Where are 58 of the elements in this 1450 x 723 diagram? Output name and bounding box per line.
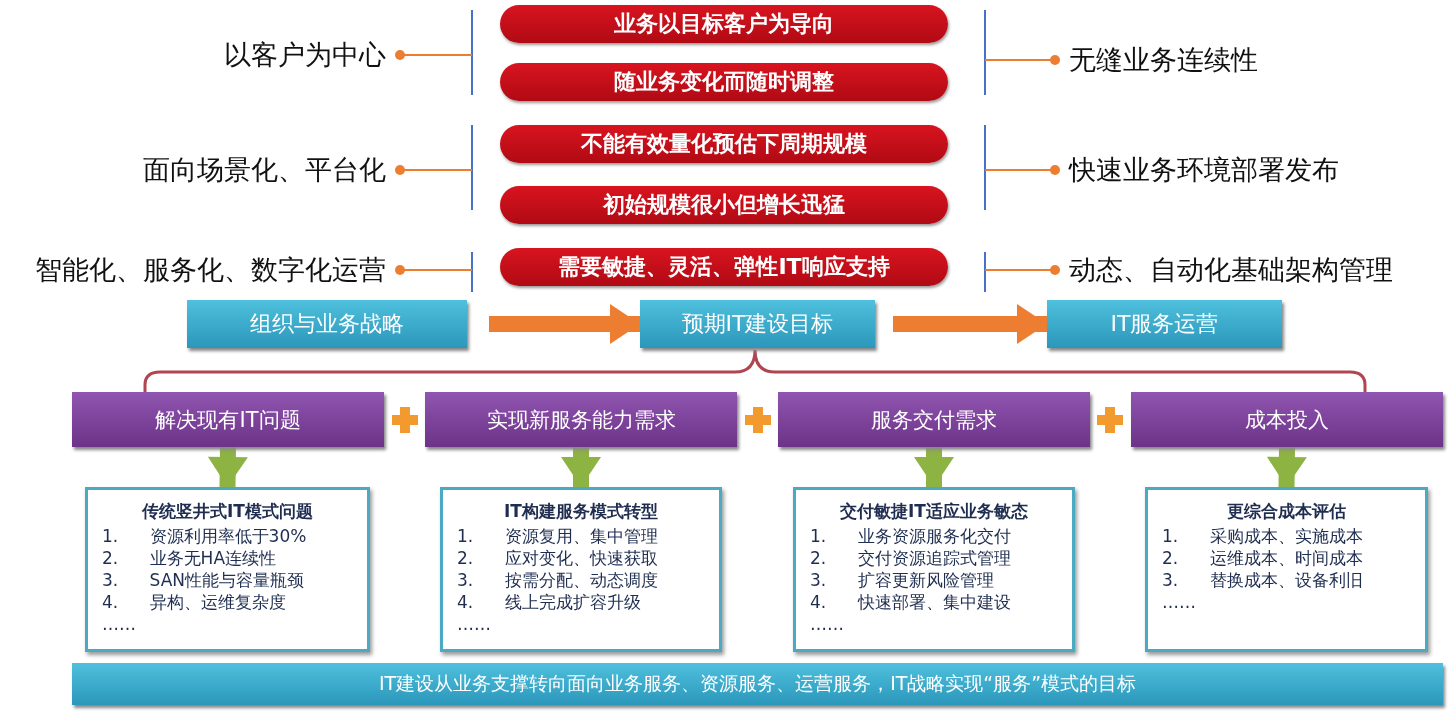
list-item: 1. 采购成本、实施成本: [1162, 525, 1364, 547]
text-label: 无缝业务连续性: [1055, 35, 1295, 85]
requirement-pill: 初始规模很小但增长迅猛: [500, 186, 948, 224]
list-item: 3. SAN性能与容量瓶颈: [102, 569, 306, 591]
leader-line: [395, 165, 473, 175]
block-arrow: [489, 304, 640, 344]
stage-box: 预期IT建设目标: [640, 300, 875, 348]
leader-line: [984, 165, 1060, 175]
block-arrow: [1266, 446, 1307, 488]
leader-line: [395, 265, 473, 275]
block-arrow: [207, 446, 248, 488]
list-item: ……: [1162, 591, 1197, 613]
list-item: 3. 按需分配、动态调度: [457, 569, 659, 591]
stage-box: 组织与业务战略: [187, 300, 467, 348]
list-item: ……: [810, 613, 845, 635]
list-item: 2. 运维成本、时间成本: [1162, 547, 1364, 569]
leader-line: [395, 50, 473, 60]
requirement-box: 成本投入: [1131, 392, 1443, 447]
list-item: ……: [102, 613, 137, 635]
detail-card: [85, 487, 370, 652]
card-heading: 更综合成本评估: [1226, 500, 1347, 523]
list-item: 4. 线上完成扩容升级: [457, 591, 642, 613]
detail-card: [793, 487, 1075, 652]
card-heading: IT构建服务模式转型: [503, 500, 659, 523]
requirement-pill: 随业务变化而随时调整: [500, 63, 948, 101]
detail-card: [440, 487, 722, 652]
requirement-box: 解决现有IT问题: [72, 392, 384, 447]
list-item: 2. 业务无HA连续性: [102, 547, 278, 569]
block-arrow: [914, 447, 954, 487]
summary-bar: IT建设从业务支撑转向面向业务服务、资源服务、运营服务，IT战略实现“服务”模式的目标: [72, 663, 1443, 705]
requirement-box: 实现新服务能力需求: [425, 392, 737, 447]
block-arrow: [893, 304, 1047, 344]
requirement-pill: 业务以目标客户为导向: [500, 5, 948, 43]
block-arrow: [561, 447, 601, 487]
card-heading: 传统竖井式IT模式问题: [141, 500, 314, 523]
list-item: 2. 交付资源追踪式管理: [810, 547, 1012, 569]
list-item: 2. 应对变化、快速获取: [457, 547, 659, 569]
list-item: 1. 业务资源服务化交付: [810, 525, 1012, 547]
leader-line: [984, 265, 1060, 275]
list-item: 1. 资源利用率低于30%: [102, 525, 308, 547]
detail-card: [1145, 487, 1428, 652]
requirement-box: 服务交付需求: [778, 392, 1090, 447]
text-label: 动态、自动化基础架构管理: [1055, 245, 1440, 295]
requirement-pill: 需要敏捷、灵活、弹性IT响应支持: [500, 248, 948, 286]
list-item: 4. 快速部署、集中建设: [810, 591, 1012, 613]
text-label: 快速业务环境部署发布: [1055, 145, 1375, 195]
text-label: 面向场景化、平台化: [90, 145, 400, 195]
stage-box: IT服务运营: [1047, 300, 1282, 348]
card-heading: 交付敏捷IT适应业务敏态: [839, 500, 1029, 523]
list-item: 3. 扩容更新风险管理: [810, 569, 995, 591]
list-item: 4. 异构、运维复杂度: [102, 591, 287, 613]
text-label: 智能化、服务化、数字化运营: [0, 245, 400, 295]
list-item: ……: [457, 613, 492, 635]
requirement-pill: 不能有效量化预估下周期规模: [500, 125, 948, 163]
text-label: 以客户为中心: [170, 30, 400, 80]
leader-line: [984, 55, 1060, 65]
list-item: 1. 资源复用、集中管理: [457, 525, 659, 547]
list-item: 3. 替换成本、设备利旧: [1162, 569, 1364, 591]
